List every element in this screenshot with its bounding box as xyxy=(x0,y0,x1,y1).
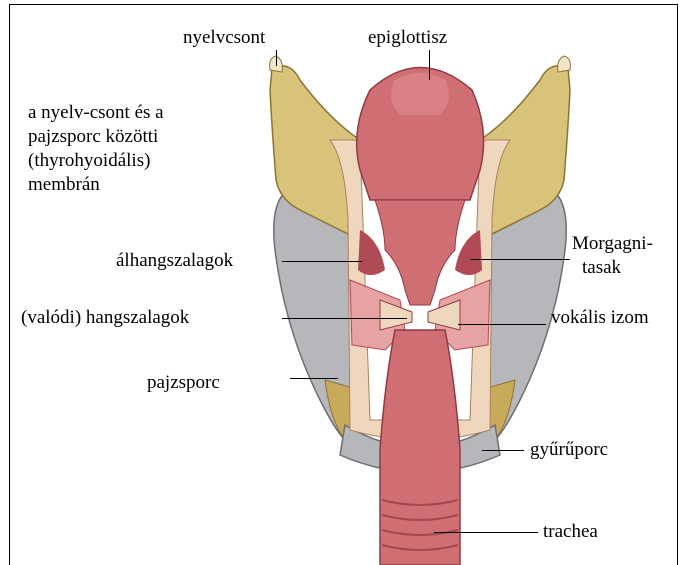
label-membran-3: (thyrohyoidális) xyxy=(28,149,150,173)
label-membran-2: pajzsporc közötti xyxy=(28,125,158,149)
label-membran-1: a nyelv-csont és a xyxy=(28,101,164,125)
false-fold-left xyxy=(358,230,385,275)
leader-alhangszalagok xyxy=(282,261,362,262)
leader-epiglottisz xyxy=(429,50,430,80)
false-fold-right xyxy=(455,230,482,275)
label-membran-4: membrán xyxy=(28,173,100,197)
leader-morgagni xyxy=(470,259,570,260)
vestibule xyxy=(375,200,465,305)
label-nyelvcsont: nyelvcsont xyxy=(183,26,265,50)
label-epiglottisz: epiglottisz xyxy=(368,26,447,50)
leader-pajzsporc xyxy=(290,378,338,379)
leader-valodi-hangszalagok xyxy=(282,318,407,319)
label-vokalis-izom: vokális izom xyxy=(551,306,649,330)
label-morgagni-2: tasak xyxy=(582,256,621,280)
label-morgagni-1: Morgagni- xyxy=(572,232,653,256)
label-gyuruporc: gyűrűporc xyxy=(530,438,608,462)
leader-trachea xyxy=(434,532,538,533)
hyoid-horn-right xyxy=(558,56,571,72)
epiglottis-highlight xyxy=(391,73,449,116)
label-pajzsporc: pajzsporc xyxy=(147,371,220,395)
leader-vokalis-izom xyxy=(458,324,546,325)
label-alhangszalagok: álhangszalagok xyxy=(116,249,233,273)
trachea-tube xyxy=(380,330,460,565)
leader-nyelvcsont xyxy=(276,50,277,66)
leader-gyuruporc xyxy=(482,450,524,451)
label-valodi-hangszalagok: (valódi) hangszalagok xyxy=(21,306,189,330)
label-trachea: trachea xyxy=(543,520,598,544)
